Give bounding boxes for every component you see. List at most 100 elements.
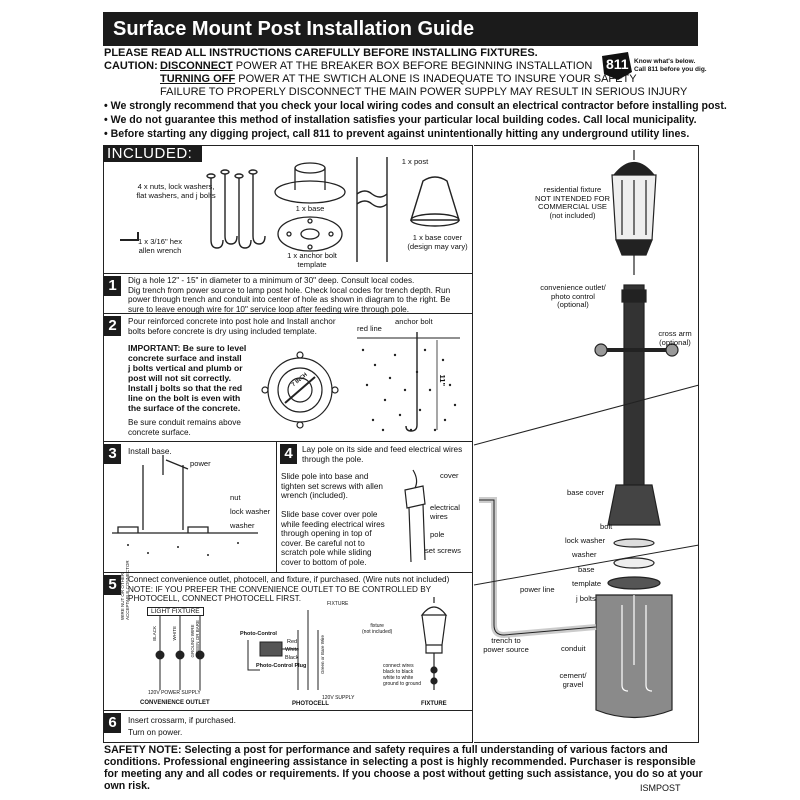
- step-6-text: Insert crossarm, if purchased. Turn on p…: [128, 716, 236, 737]
- washer-label: washer: [230, 521, 255, 530]
- safety-label: SAFETY NOTE:: [104, 744, 182, 756]
- step-4-text-2: Slide pole into base and tighten set scr…: [281, 472, 383, 500]
- nuts-bolts-label: 4 x nuts, lock washers, flat washers, an…: [136, 182, 216, 200]
- fixture-lantern-icon: [420, 597, 448, 690]
- allen-wrench-icon: [120, 232, 139, 241]
- shovel-811-icon: [602, 52, 632, 80]
- step-1-text: Dig a hole 12" - 15" in diameter to a mi…: [128, 276, 451, 314]
- conduit-callout: conduit: [561, 644, 586, 653]
- j-bolts-callout: j bolts: [576, 594, 596, 603]
- power-label: power: [190, 459, 211, 468]
- caution-line-3: FAILURE TO PROPERLY DISCONNECT THE MAIN …: [160, 86, 688, 98]
- base-illustration: [274, 162, 346, 204]
- template-label: 1 x anchor bolt template: [287, 251, 337, 269]
- post-label: 1 x post: [401, 157, 429, 166]
- trench-callout: trench to power source: [483, 636, 529, 654]
- anchor-bolt-label: anchor bolt: [395, 317, 433, 326]
- connect-note: connect wires black to black white to wh…: [383, 663, 422, 687]
- caution-line-2: TURNING OFF POWER AT THE SWTICH ALONE IS…: [160, 73, 637, 85]
- step-5-number: 5: [104, 575, 121, 595]
- photo-control-label: Photo-Control: [240, 631, 277, 637]
- included-header: INCLUDED:: [103, 145, 202, 162]
- convenience-outlet-caption: CONVENIENCE OUTLET: [140, 700, 210, 706]
- nut-label: nut: [230, 493, 241, 502]
- red-line-label: red line: [357, 324, 382, 333]
- divider: [276, 441, 277, 572]
- divider: [103, 273, 473, 274]
- concrete-hole-section: [357, 332, 460, 432]
- depth-label: 11": [438, 374, 448, 387]
- anchor-template-illustration: [277, 216, 343, 252]
- convenience-outlet-wiring: [155, 615, 205, 690]
- caution-label: CAUTION:: [104, 60, 158, 72]
- call-811-logo: 811 Know what's below. Call 811 before y…: [598, 50, 707, 82]
- step-4-number: 4: [280, 444, 297, 464]
- wrench-label: 1 x 3/16" hex allen wrench: [137, 237, 183, 255]
- safety-text: Selecting a post for performance and saf…: [104, 744, 703, 792]
- lock-washer-callout: lock washer: [565, 536, 606, 545]
- cement-callout: cement/ gravel: [559, 671, 587, 689]
- photocell-caption: PHOTOCELL: [292, 701, 329, 707]
- ground-wire-label: GROUND WIRE GREEN OR BARE: [190, 620, 200, 658]
- residential-fixture-note: residential fixture NOT INTENDED FOR COM…: [535, 185, 610, 220]
- j-bolts-illustration: [206, 169, 266, 249]
- washer-callout: washer: [572, 550, 597, 559]
- instructions-panel: [103, 145, 473, 743]
- step-2-conduit-note: Be sure conduit remains above concrete s…: [128, 418, 241, 437]
- caution-line-1-emphasis: DISCONNECT: [160, 60, 233, 72]
- cross-arm-note: cross arm (optional): [658, 329, 692, 347]
- step-2-number: 2: [104, 316, 121, 336]
- assembly-diagram-panel: [474, 145, 699, 743]
- power-supply-label: 120V POWER SUPPLY: [148, 690, 201, 696]
- wire-nut-note: WIRE NUT OR OTHER ACCEPTABLE CONNECTOR: [120, 560, 130, 620]
- base-label: 1 x base: [295, 204, 325, 213]
- bullet-no-guarantee: • We do not guarantee this method of ins…: [104, 114, 697, 126]
- divider: [103, 710, 473, 711]
- convenience-outlet-note: convenience outlet/ photo control (optio…: [540, 283, 606, 310]
- caution-line-2-text: POWER AT THE SWTICH ALONE IS INADEQUATE …: [235, 73, 637, 85]
- supply-label-2: 120V SUPPLY: [322, 695, 355, 701]
- safety-note: SAFETY NOTE: Selecting a post for perfor…: [104, 744, 704, 792]
- white-wire-label: WHITE: [172, 626, 177, 641]
- bullet-wiring-codes: • We strongly recommend that you check y…: [104, 100, 727, 112]
- bullet-call-811: • Before starting any digging project, c…: [104, 128, 690, 140]
- product-code: ISMPOST: [640, 783, 681, 793]
- badge-line-1: Know what's below.: [634, 58, 696, 65]
- black-wire-label-2: Black: [285, 655, 299, 661]
- fixture-note: fixture (not included): [362, 623, 393, 635]
- step-3-number: 3: [104, 444, 121, 464]
- step-1-number: 1: [104, 276, 121, 296]
- step-5-text: Connect convenience outlet, photocell, a…: [128, 575, 450, 603]
- fixture-small-label: FIXTURE: [327, 601, 349, 607]
- assembled-post-diagram: [473, 150, 700, 719]
- photocell-wiring: [247, 610, 319, 690]
- post-illustration: [356, 157, 388, 262]
- step-4-text-3: Slide base cover over pole while feeding…: [281, 510, 385, 567]
- pole-label: pole: [430, 530, 445, 539]
- cover-label: cover: [440, 471, 459, 480]
- divider: [103, 313, 473, 314]
- red-wire-label: Red: [287, 639, 298, 645]
- caution-line-1: DISCONNECT POWER AT THE BREAKER BOX BEFO…: [160, 60, 592, 72]
- base-section-diagram: [112, 455, 258, 556]
- page-title: Surface Mount Post Installation Guide: [103, 12, 698, 46]
- set-screws-label: set screws: [425, 546, 461, 555]
- electrical-wires-label: electrical wires: [430, 503, 460, 521]
- badge-line-2: Call 811 before you dig.: [634, 66, 707, 73]
- read-all-notice: PLEASE READ ALL INSTRUCTIONS CAREFULLY B…: [104, 47, 538, 59]
- base-cover-label: 1 x base cover (design may vary): [407, 233, 468, 251]
- caution-line-2-emphasis: TURNING OFF: [160, 73, 236, 85]
- green-bare-label: Green or Bare Wire: [320, 635, 325, 675]
- divider: [103, 572, 473, 573]
- badge-number: 811: [606, 56, 629, 72]
- power-line-callout: power line: [520, 585, 555, 594]
- photo-plug-label: Photo-Control Plug: [256, 663, 307, 669]
- step-4-text: Lay pole on its side and feed electrical…: [302, 445, 463, 464]
- pole-cover-diagram: [404, 469, 426, 563]
- light-fixture-box: LIGHT FIXTURE: [147, 607, 204, 616]
- divider: [103, 441, 473, 442]
- step-2-important: IMPORTANT: Be sure to level concrete sur…: [128, 343, 247, 413]
- base-cover-callout: base cover: [567, 488, 605, 497]
- bolt-callout: bolt: [600, 522, 613, 531]
- black-wire-label: BLACK: [152, 626, 157, 641]
